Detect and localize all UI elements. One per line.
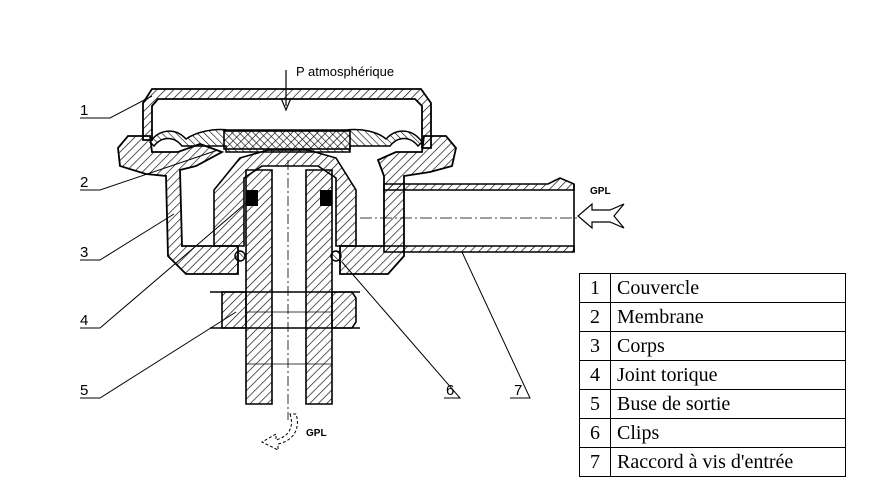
body-part-left	[117, 135, 239, 275]
callout-6: 6	[446, 382, 454, 399]
legend-part-name: Buse de sortie	[610, 389, 846, 419]
legend-number: 2	[579, 302, 611, 332]
legend-number: 4	[579, 360, 611, 390]
gpl-outlet-label: GPL	[306, 428, 327, 439]
hex-nut	[221, 291, 357, 329]
legend-number: 3	[579, 331, 611, 361]
membrane-disc	[223, 130, 351, 150]
inlet-fitting-bottom	[383, 245, 575, 253]
callout-7: 7	[514, 382, 522, 399]
legend-part-name: Raccord à vis d'entrée	[610, 447, 846, 477]
callout-5: 5	[80, 382, 88, 399]
outlet-nozzle	[245, 169, 333, 405]
gpl-inlet-arrow	[577, 202, 625, 230]
body-inner-boss	[213, 149, 357, 247]
legend-part-name: Clips	[610, 418, 846, 448]
legend-part-name: Corps	[610, 331, 846, 361]
inlet-fitting-top	[383, 177, 575, 191]
body-part-right	[339, 135, 457, 275]
legend-number: 1	[579, 273, 611, 303]
legend-number: 6	[579, 418, 611, 448]
legend-number: 5	[579, 389, 611, 419]
gpl-outlet-arrow	[260, 413, 298, 451]
callout-1: 1	[80, 102, 88, 119]
gpl-inlet-label: GPL	[590, 186, 611, 197]
legend-part-name: Joint torique	[610, 360, 846, 390]
callout-4: 4	[80, 312, 88, 329]
pressure-label: P atmosphérique	[296, 64, 394, 79]
clip-left	[234, 250, 246, 262]
callout-3: 3	[80, 244, 88, 261]
legend-part-name: Couvercle	[610, 273, 846, 303]
legend-number: 7	[579, 447, 611, 477]
legend-part-name: Membrane	[610, 302, 846, 332]
callout-2: 2	[80, 174, 88, 191]
